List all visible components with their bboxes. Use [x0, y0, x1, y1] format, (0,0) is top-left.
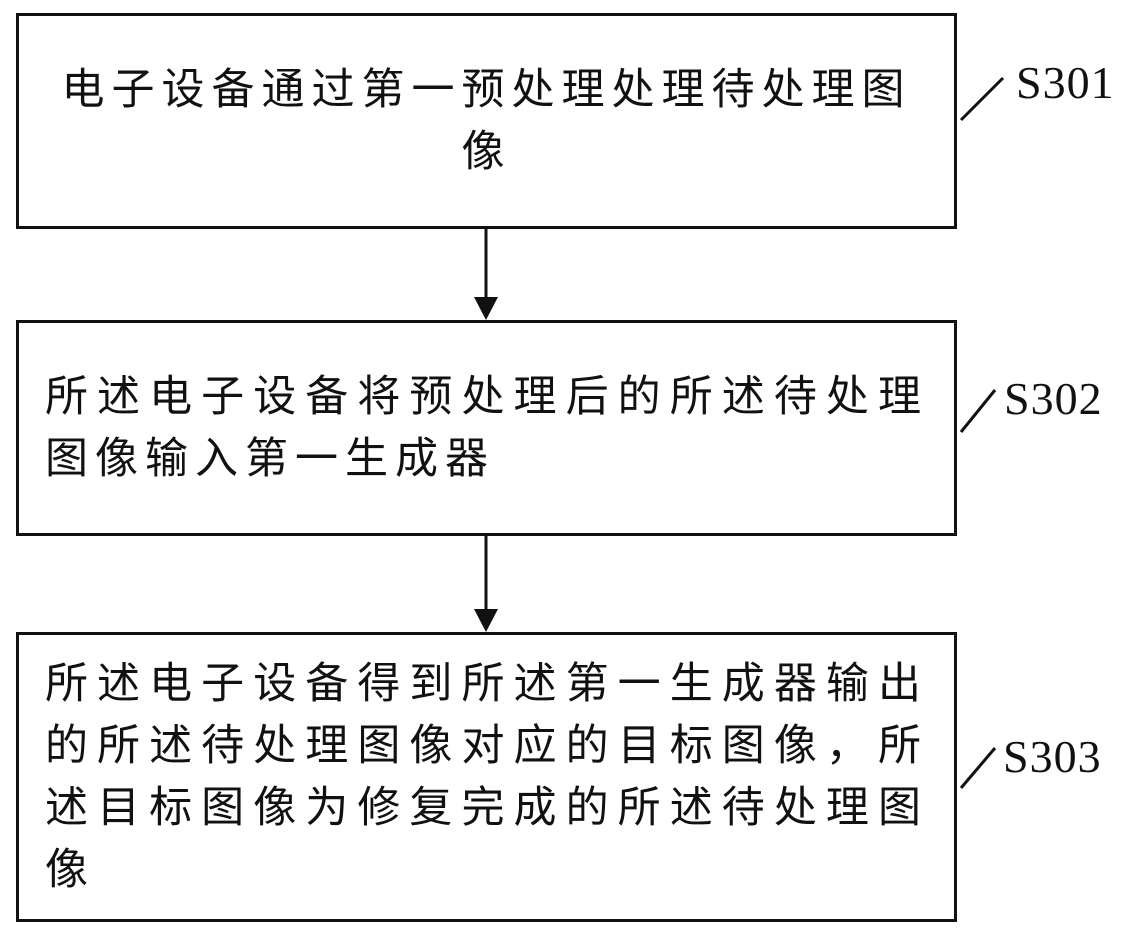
step-box-s301: 电子设备通过第一预处理处理待处理图像 [16, 13, 957, 229]
step-text-s301: 电子设备通过第一预处理处理待处理图像 [61, 65, 912, 177]
step-label-s303: S303 [1003, 731, 1102, 782]
step-label-s302: S302 [1004, 373, 1103, 424]
arrow-s302-to-s303 [474, 536, 498, 632]
step-box-s302: 所述电子设备将预处理后的所述待处理图像输入第一生成器 [16, 320, 957, 536]
step-text-s303: 所述电子设备得到所述第一生成器输出的所述待处理图像对应的目标图像，所述目标图像为… [45, 659, 928, 895]
step-label-s301: S301 [1016, 57, 1115, 108]
step-box-s303: 所述电子设备得到所述第一生成器输出的所述待处理图像对应的目标图像，所述目标图像为… [16, 632, 957, 922]
leader-line-s302 [959, 389, 997, 433]
leader-line-s303 [959, 747, 997, 789]
arrow-s301-to-s302 [474, 229, 498, 320]
step-text-s302: 所述电子设备将预处理后的所述待处理图像输入第一生成器 [45, 372, 928, 484]
leader-line-s301 [959, 76, 1005, 122]
